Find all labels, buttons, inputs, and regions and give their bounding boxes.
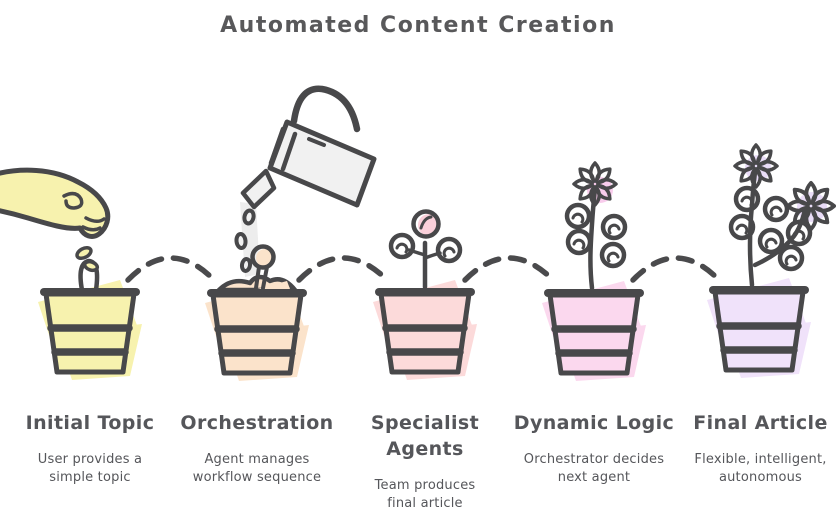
seedling-icon: [250, 244, 276, 290]
stage-label: Final Article: [693, 412, 828, 434]
stage-dynamic-logic: Dynamic Logic Orchestrator decides next …: [500, 410, 688, 487]
hand-planting-seeds-icon: [0, 167, 111, 239]
stage-specialist-agents: Specialist Agents Team produces final ar…: [350, 410, 500, 513]
flow-arc-4: [630, 255, 722, 283]
pot-stage-2: [205, 281, 309, 381]
flower-plant-icon: [567, 161, 625, 291]
bud-plant-icon: [391, 209, 460, 290]
seed-sprout-icon: [75, 245, 100, 293]
stage-description: Orchestrator decides next agent: [523, 452, 665, 485]
stage-description: Team produces final article: [374, 478, 476, 511]
stage-label: Dynamic Logic: [513, 412, 675, 434]
stage-final-article: Final Article Flexible, intelligent, aut…: [668, 410, 836, 487]
blooming-plant-icon: [731, 143, 836, 288]
stage-label: Specialist Agents: [370, 412, 480, 460]
flow-arc-3: [462, 255, 556, 283]
flow-arc-2: [296, 255, 390, 283]
dashed-flow-arcs: [125, 255, 722, 283]
pot-stage-5: [707, 278, 811, 378]
stage-description: Agent manages workflow sequence: [192, 452, 322, 485]
page-title: Automated Content Creation: [220, 13, 616, 38]
stage-initial-topic: Initial Topic User provides a simple top…: [0, 410, 180, 487]
stage-description: Flexible, intelligent, autonomous: [694, 452, 827, 485]
stage-description: User provides a simple topic: [37, 452, 143, 485]
pot-stage-1: [38, 280, 142, 380]
flow-arc-1: [125, 255, 217, 283]
pot-stage-3: [373, 280, 477, 380]
pot-stage-4: [542, 281, 646, 381]
stage-label: Orchestration: [180, 412, 334, 434]
watering-can-icon: [234, 85, 377, 273]
stage-label: Initial Topic: [25, 412, 155, 434]
stage-orchestration: Orchestration Agent manages workflow seq…: [167, 410, 347, 487]
